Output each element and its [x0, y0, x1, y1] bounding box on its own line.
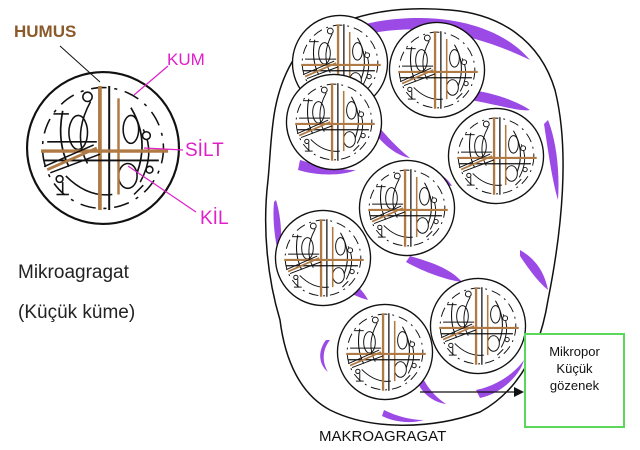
micropore-callout-box: Mikropor Küçük gözenek [524, 333, 625, 428]
pore-line-2: Küçük [556, 361, 593, 376]
pore-line-1: Mikropor [549, 344, 600, 359]
kum-label: KUM [167, 50, 205, 69]
microaggregate-subtitle: (Küçük küme) [18, 302, 136, 323]
macroaggregate-label: MAKROAGRAGAT [319, 428, 447, 445]
microaggregate-title: Mikroagragat [18, 262, 129, 283]
pore-line-3: gözenek [549, 378, 600, 393]
pore-arrow [420, 387, 524, 397]
humus-label: HUMUS [14, 22, 77, 41]
leader-lines [59, 45, 197, 213]
microaggregate [25, 70, 181, 226]
silt-label: SİLT [185, 140, 224, 161]
kil-label: KİL [200, 208, 229, 229]
